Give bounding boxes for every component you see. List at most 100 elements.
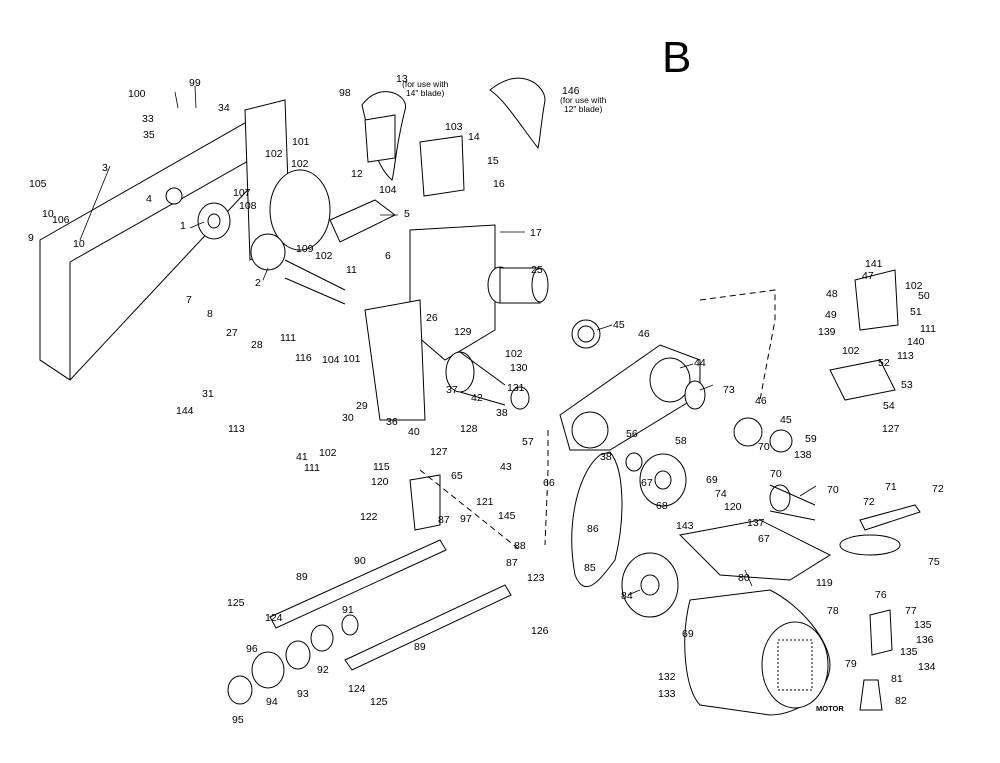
callout-57: 57 (522, 436, 534, 448)
mount-plate-a (364, 114, 396, 163)
callout-104: 104 (379, 184, 397, 196)
blade-guard-12in (489, 77, 546, 150)
callout-59: 59 (805, 433, 817, 445)
tube-70-top (769, 484, 816, 506)
callout-34: 34 (218, 102, 230, 114)
callout-145: 145 (498, 510, 516, 522)
callout-69: 69 (706, 474, 718, 486)
motor-label: MOTOR (816, 704, 844, 713)
callout-85: 85 (584, 562, 596, 574)
callout-107: 107 (233, 187, 251, 199)
callout-120: 120 (724, 501, 742, 513)
callout-134: 134 (918, 661, 936, 673)
blade-hub-cylinder (269, 169, 331, 251)
callout-71: 71 (885, 481, 897, 493)
callout-42: 42 (471, 392, 483, 404)
callout-93: 93 (297, 688, 309, 700)
callout-144: 144 (176, 405, 194, 417)
callout-133: 133 (658, 688, 676, 700)
flange-hole (207, 213, 221, 229)
knob-95 (227, 675, 253, 705)
bearing-38 (510, 386, 530, 410)
callout-135: 135 (914, 619, 932, 631)
callout-72: 72 (932, 483, 944, 495)
callout-131: 131 (507, 382, 525, 394)
callout-94: 94 (266, 696, 278, 708)
callout-6: 6 (385, 250, 391, 262)
flange-94 (251, 651, 285, 689)
flange (197, 202, 231, 240)
sleeve-73 (684, 380, 706, 410)
callout-97: 97 (460, 513, 472, 525)
callout-45: 45 (780, 414, 792, 426)
callout-82: 82 (895, 695, 907, 707)
tube-70-bottom (769, 510, 816, 521)
callout-146: 146 (562, 85, 580, 97)
callout-143: 143 (676, 520, 694, 532)
callout-127: 127 (430, 446, 448, 458)
mount-plate-b (419, 135, 465, 197)
callout-130: 130 (510, 362, 528, 374)
callout-122: 122 (360, 511, 378, 523)
callout-66: 66 (543, 477, 555, 489)
note-146-text: (for use with 12" blade) (560, 95, 607, 114)
callout-101: 101 (292, 136, 310, 148)
callout-68: 68 (656, 500, 668, 512)
callout-36: 36 (386, 416, 398, 428)
note-13-text: (for use with 14" blade) (402, 79, 449, 98)
callout-138: 138 (794, 449, 812, 461)
callout-72: 72 (863, 496, 875, 508)
callout-102: 102 (842, 345, 860, 357)
callout-31: 31 (202, 388, 214, 400)
motor-grille (777, 639, 813, 691)
callout-84: 84 (621, 590, 633, 602)
pulley-68 (639, 453, 687, 507)
callout-75: 75 (928, 556, 940, 568)
callout-102: 102 (265, 148, 283, 160)
callout-26: 26 (426, 312, 438, 324)
callout-12: 12 (351, 168, 363, 180)
callout-125: 125 (227, 597, 245, 609)
swing-arm-bore-2 (571, 411, 609, 449)
callout-38: 38 (496, 407, 508, 419)
callout-54: 54 (883, 400, 895, 412)
arbor-flange (250, 233, 286, 271)
callout-15: 15 (487, 155, 499, 167)
callout-111: 111 (280, 332, 296, 344)
callout-109: 109 (296, 243, 314, 255)
callout-50: 50 (918, 290, 930, 302)
callout-10: 10 (73, 238, 85, 250)
callout-111: 111 (304, 462, 320, 474)
assembly-line-right (699, 289, 776, 401)
motor-pulley (621, 552, 679, 618)
assembly-line-motor (544, 430, 549, 546)
callout-44: 44 (694, 357, 706, 369)
callout-5: 5 (404, 208, 410, 220)
callout-70: 70 (758, 441, 770, 453)
callout-46: 46 (638, 328, 650, 340)
callout-102: 102 (319, 447, 337, 459)
callout-137: 137 (747, 517, 765, 529)
callout-3: 3 (102, 162, 108, 174)
callout-11: 11 (346, 264, 357, 276)
callout-30: 30 (342, 412, 354, 424)
callout-43: 43 (500, 461, 512, 473)
washer-59 (769, 429, 793, 453)
callout-127: 127 (882, 423, 900, 435)
spindle-shaft-top (459, 351, 506, 386)
callout-67: 67 (758, 533, 770, 545)
callout-86: 86 (587, 523, 599, 535)
note-part-146: (for use with 12" blade) (560, 96, 606, 114)
callout-105: 105 (29, 178, 47, 190)
callout-123: 123 (527, 572, 545, 584)
motor-pulley-hub (640, 574, 660, 596)
callout-17: 17 (530, 227, 542, 239)
bracket-51 (854, 269, 899, 331)
callout-45: 45 (613, 319, 625, 331)
callout-89: 89 (296, 571, 308, 583)
pulley-68-hub (654, 470, 672, 490)
callout-136: 136 (916, 634, 934, 646)
callout-25: 25 (531, 264, 543, 276)
